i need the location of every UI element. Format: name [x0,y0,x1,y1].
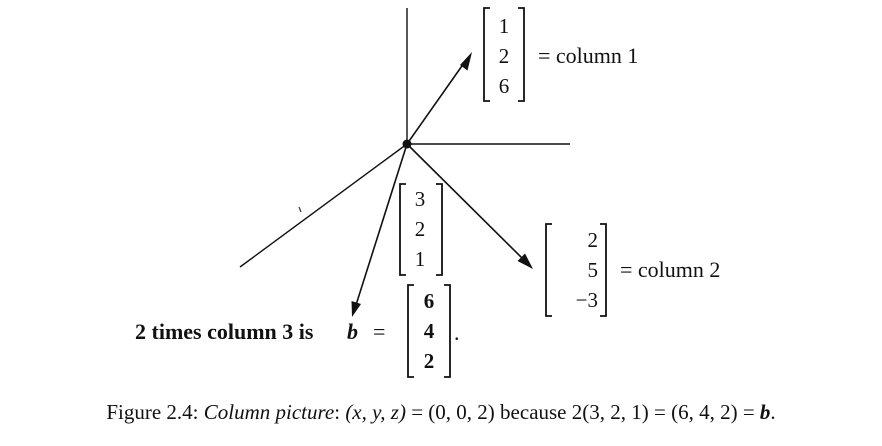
result-prefix: 2 times column 3 is [135,319,314,344]
result-equals: = [373,319,385,344]
column-2-arrow [406,143,524,260]
column-3-vector: 3 2 1 [399,183,443,276]
column-1-arrow [406,62,465,145]
column-2-arrowhead [517,253,533,269]
column-3-entry: 1 [415,247,426,271]
column-3-entry: 3 [415,187,426,211]
column-1-right-bracket [518,7,525,102]
column-3-entry: 2 [415,217,426,241]
caption-period: . [770,400,776,424]
b-arrowhead [351,301,361,317]
caption-vars: (x, y, z) [345,400,406,424]
column-2-label: = column 2 [620,257,720,282]
column-2-left-bracket [545,223,552,317]
caption-equation: = (0, 0, 2) because 2(3, 2, 1) = (6, 4, … [411,400,755,424]
column-3-left-bracket [399,183,406,276]
stray-mark [298,206,302,213]
caption-b-symbol: b [759,400,771,424]
column-1-label: = column 1 [538,43,638,68]
result-vector: 6 4 2 [407,284,451,378]
column-2-entry: −3 [576,288,598,312]
column-3-right-bracket [436,183,443,276]
column-1-left-bracket [483,7,490,102]
result-right-bracket [444,284,451,378]
result-left-bracket [407,284,414,378]
column-2-entry: 2 [588,228,599,252]
caption-colon: : [334,400,341,424]
result-entry: 6 [424,289,435,313]
column-2-vector: 2 5 −3 [545,223,607,317]
column-2-right-bracket [600,223,607,317]
column-2-entry: 5 [588,258,599,282]
column-1-entry: 2 [499,44,510,68]
column-1-arrowhead [460,52,472,71]
diagonal-axis [239,143,408,268]
figure-caption: Figure 2.4: Column picture: (x, y, z) = … [0,400,882,425]
column-1-entry: 6 [499,74,510,98]
result-entry: 2 [424,349,435,373]
column-1-vector: 1 2 6 [483,7,525,102]
result-period: . [454,320,460,345]
caption-lead: Figure 2.4: [106,400,199,424]
b-arrow [355,143,408,306]
result-entry: 4 [424,319,435,343]
result-b-symbol: b [347,319,358,344]
column-1-entry: 1 [499,14,510,38]
caption-title: Column picture [203,400,335,424]
